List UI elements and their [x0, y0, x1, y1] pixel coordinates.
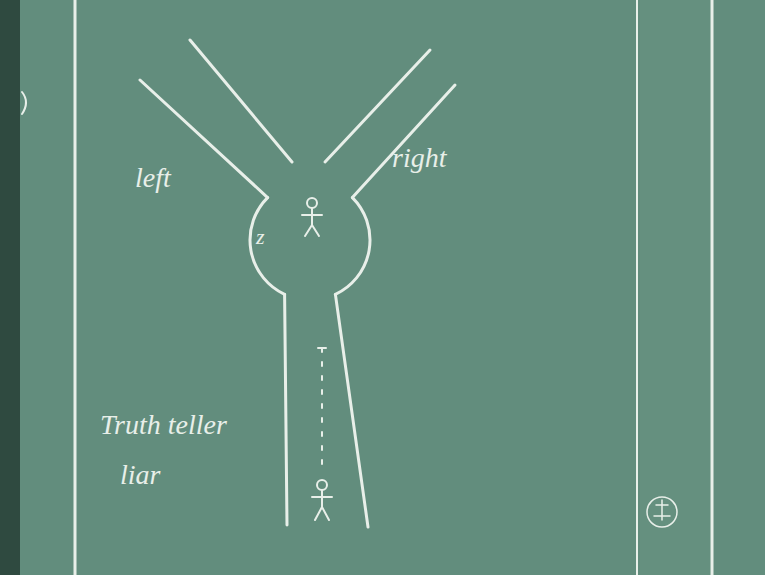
road-edge — [190, 40, 292, 162]
road-edge — [335, 294, 368, 527]
circle-outline — [246, 176, 374, 304]
node-text: z — [256, 226, 265, 248]
road-label: left — [135, 163, 171, 194]
junction-circle: z — [246, 176, 374, 304]
logo-emblem — [647, 497, 677, 527]
road-label: right — [392, 143, 446, 174]
road-edge — [285, 294, 287, 525]
stick-figure — [302, 198, 322, 236]
side-panel — [640, 0, 710, 575]
board-edge — [0, 0, 20, 575]
role-label: Truth teller — [100, 410, 227, 441]
board-frame-line — [74, 0, 77, 575]
stick-figure — [312, 480, 332, 520]
road-edge — [352, 85, 455, 198]
partial-mark — [22, 92, 26, 114]
path-mark — [321, 348, 323, 470]
board-frame-line — [636, 0, 638, 575]
board-frame-line — [711, 0, 714, 575]
role-label: liar — [120, 460, 160, 491]
